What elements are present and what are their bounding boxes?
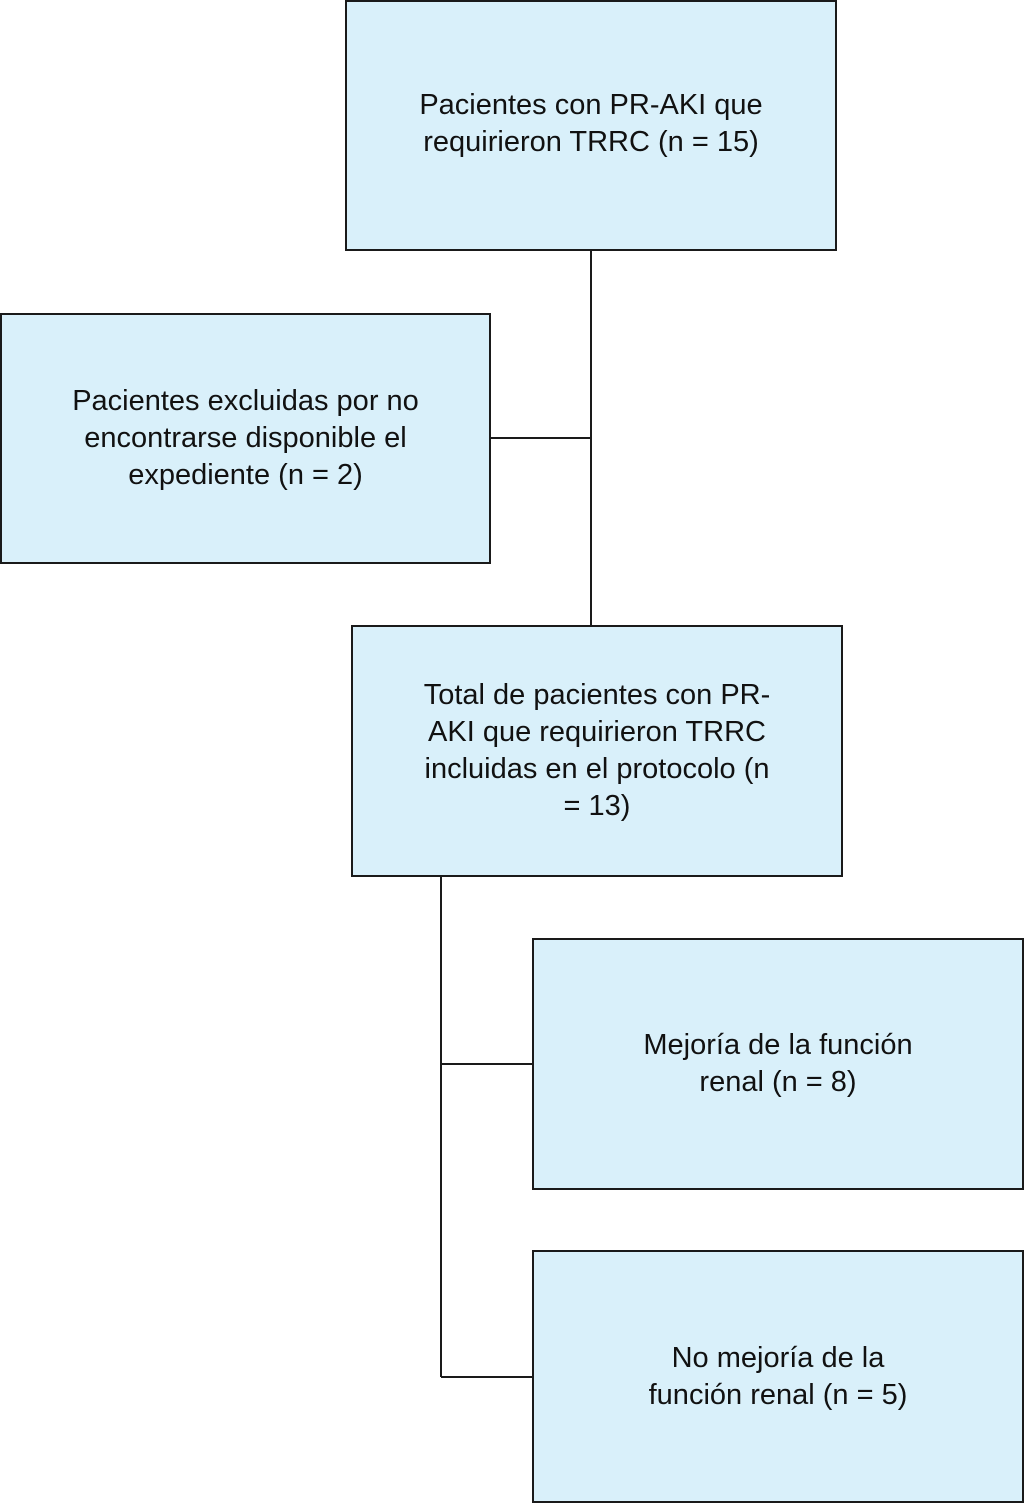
box-total-patients: Pacientes con PR-AKI que requirieron TRR… <box>345 0 837 251</box>
box-no-renal-improvement: No mejoría de la función renal (n = 5) <box>532 1250 1024 1503</box>
box-no-renal-improvement-text: No mejoría de la función renal (n = 5) <box>648 1341 908 1411</box>
box-included-patients-text: Total de pacientes con PR-AKI que requir… <box>423 679 771 822</box>
box-excluded-patients: Pacientes excluidas por no encontrarse d… <box>0 313 491 564</box>
box-total-patients-text: Pacientes con PR-AKI que requirieron TRR… <box>419 88 763 158</box>
box-renal-improvement-text: Mejoría de la función renal (n = 8) <box>643 1029 913 1098</box>
box-included-patients: Total de pacientes con PR-AKI que requir… <box>351 625 843 877</box>
box-renal-improvement: Mejoría de la función renal (n = 8) <box>532 938 1024 1190</box>
box-excluded-patients-text: Pacientes excluidas por no encontrarse d… <box>72 385 419 491</box>
